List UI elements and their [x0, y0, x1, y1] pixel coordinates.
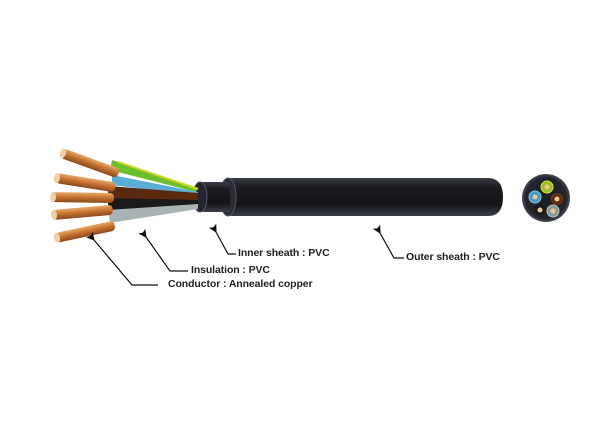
label-conductor: Conductor : Annealed copper [168, 278, 313, 290]
copper-conductors [49, 148, 119, 243]
cable-cross-section [522, 174, 570, 222]
insulated-cores [108, 160, 199, 223]
label-insulation: Insulation : PVC [191, 264, 270, 276]
leader-outer-sheath [372, 224, 404, 259]
leader-lines [86, 223, 404, 286]
outer-sheath [219, 177, 503, 217]
label-outer-sheath: Outer sheath : PVC [406, 251, 500, 263]
leader-insulation [138, 228, 188, 272]
label-inner-sheath: Inner sheath : PVC [238, 247, 330, 259]
leader-conductor [86, 231, 158, 286]
inner-sheath [192, 181, 230, 213]
leader-inner-sheath [208, 223, 236, 255]
